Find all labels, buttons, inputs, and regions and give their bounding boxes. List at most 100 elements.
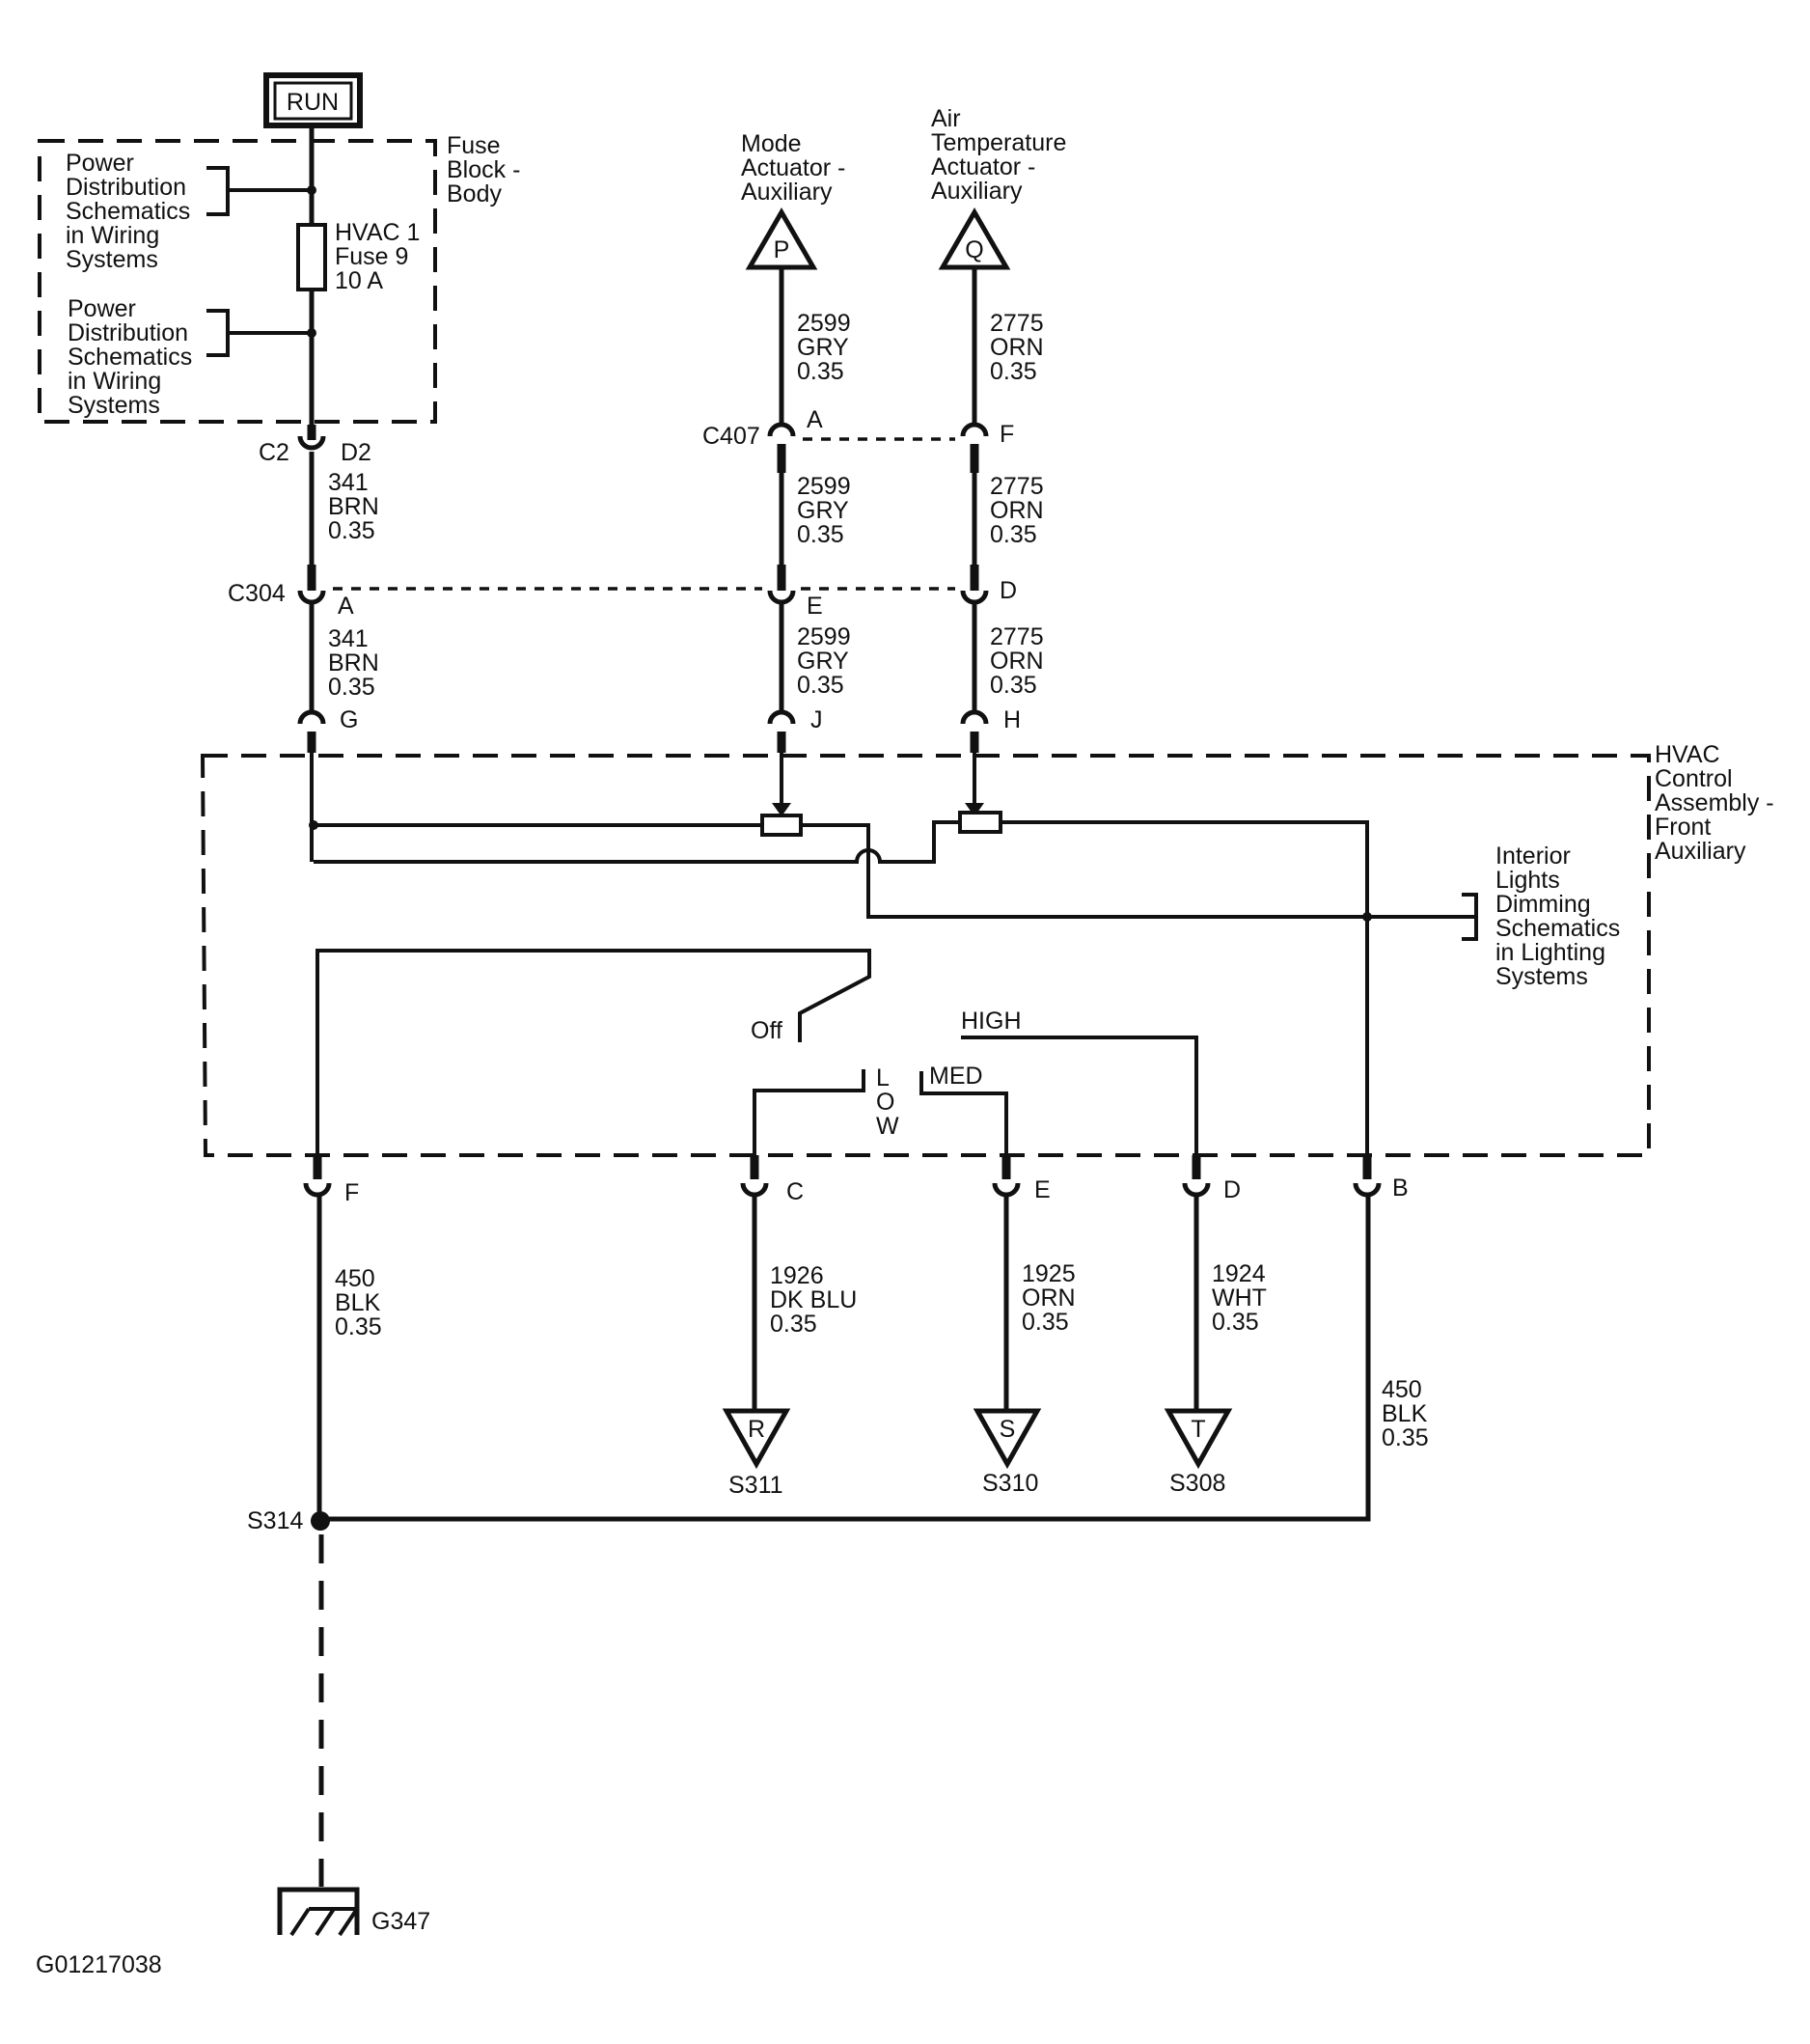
- wire-label: 2775: [990, 473, 1044, 500]
- connector-c2-label: C2: [259, 439, 289, 466]
- wire-label: WHT: [1212, 1284, 1267, 1312]
- wire-label: 0.35: [770, 1311, 817, 1338]
- wire-2599-gry-1: 2599 GRY 0.35: [797, 310, 851, 385]
- power-dist-line: Systems: [66, 246, 158, 273]
- wire-label: 0.35: [797, 672, 844, 699]
- wire-label: BRN: [328, 493, 379, 520]
- splice-s314-label: S314: [247, 1507, 303, 1534]
- switch-med-label: MED: [929, 1063, 983, 1090]
- wire-label: 2775: [990, 310, 1044, 337]
- wire-2775-orn-3: 2775 ORN 0.35: [990, 623, 1044, 699]
- interior-lights-line: Interior: [1495, 842, 1571, 870]
- power-dist-line: Schematics: [68, 344, 192, 371]
- mode-actuator-ref: P: [774, 236, 790, 263]
- figure-id: G01217038: [36, 1951, 162, 1978]
- wire-label: 0.35: [797, 521, 844, 548]
- ref-s-splice: S310: [982, 1470, 1038, 1497]
- hvac-pin-f: F: [344, 1179, 359, 1206]
- connector-c304-pin: E: [807, 593, 823, 620]
- wire-1926-dkblu: 1926 DK BLU 0.35: [770, 1262, 857, 1338]
- wire-label: GRY: [797, 334, 849, 361]
- interior-lights-dimming-ref: Interior Lights Dimming Schematics in Li…: [1495, 842, 1620, 990]
- switch-low-label: O: [876, 1089, 894, 1116]
- wire-label: 0.35: [328, 517, 375, 544]
- wire-label: 341: [328, 469, 369, 496]
- hvac-pin-b: B: [1392, 1174, 1409, 1202]
- fuse-block-title-line: Body: [447, 180, 502, 207]
- wire-label: 0.35: [990, 521, 1037, 548]
- connector-c304-label: C304: [228, 580, 286, 607]
- power-dist-line: Power: [66, 150, 134, 177]
- power-dist-line: Distribution: [66, 174, 186, 201]
- wire-label: 341: [328, 625, 369, 652]
- ref-r-letter: R: [748, 1416, 765, 1443]
- hvac-bottom-connectors: F C E D B: [303, 1155, 1409, 1206]
- air-temp-title-line: Auxiliary: [931, 178, 1023, 205]
- hvac-pin-j: J: [810, 706, 823, 733]
- wire-1924-wht: 1924 WHT 0.35: [1212, 1260, 1267, 1336]
- wire-label: BLK: [335, 1289, 381, 1316]
- wire-label: 1924: [1212, 1260, 1266, 1287]
- wire-label: ORN: [990, 334, 1044, 361]
- wire-label: 450: [1382, 1376, 1422, 1403]
- wire-label: BRN: [328, 649, 379, 677]
- fuse-label-line: 10 A: [335, 267, 383, 294]
- hvac-title-line: Assembly -: [1655, 789, 1774, 816]
- hvac-title-line: Control: [1655, 765, 1733, 792]
- interior-lights-line: Dimming: [1495, 891, 1591, 918]
- hvac-pin-c: C: [786, 1178, 804, 1205]
- fuse-block-title-line: Block -: [447, 156, 520, 183]
- wire-label: 0.35: [797, 358, 844, 385]
- wire-341-brn-lower: 341 BRN 0.35: [328, 625, 379, 701]
- splice-s314: S314: [247, 1507, 330, 1534]
- wire-label: GRY: [797, 648, 849, 675]
- wire-label: 0.35: [335, 1313, 382, 1340]
- wire-2599-gry-3: 2599 GRY 0.35: [797, 623, 851, 699]
- air-temp-title-line: Temperature: [931, 129, 1066, 156]
- hvac-title-line: Front: [1655, 814, 1711, 841]
- power-dist-line: Systems: [68, 392, 160, 419]
- fuse-label-line: HVAC 1: [335, 219, 420, 246]
- ref-triangle-r: R S311: [722, 1408, 791, 1499]
- ref-s-letter: S: [1000, 1416, 1016, 1443]
- fuse-block-body-outline: [38, 139, 437, 424]
- connector-c304-pin: A: [338, 593, 354, 620]
- fuse-block-title-line: Fuse: [447, 132, 501, 159]
- power-distribution-ref-1: Power Distribution Schematics in Wiring …: [66, 150, 312, 273]
- air-temp-title-line: Actuator -: [931, 153, 1035, 180]
- connector-c407-label: C407: [702, 423, 760, 450]
- ref-t-letter: T: [1191, 1416, 1205, 1443]
- hvac-top-connectors: G J H: [297, 706, 1021, 753]
- wire-label: 0.35: [990, 358, 1037, 385]
- mode-actuator-auxiliary: Mode Actuator - Auxiliary P: [741, 130, 845, 270]
- mode-actuator-title-line: Actuator -: [741, 154, 845, 181]
- wire-label: 2775: [990, 623, 1044, 650]
- wire-label: 1925: [1022, 1260, 1076, 1287]
- switch-low-label: W: [876, 1113, 899, 1140]
- wire-450-blk-left: 450 BLK 0.35: [335, 1265, 382, 1340]
- wire-450-blk-right: 450 BLK 0.35: [1382, 1376, 1429, 1451]
- wire-label: 2599: [797, 310, 851, 337]
- wire-label: ORN: [990, 497, 1044, 524]
- wire-2599-gry-2: 2599 GRY 0.35: [797, 473, 851, 548]
- power-dist-line: in Wiring: [68, 368, 161, 395]
- switch-high-label: HIGH: [961, 1008, 1022, 1035]
- connector-c407: C407 A F: [702, 406, 1014, 473]
- air-temperature-actuator-auxiliary: Air Temperature Actuator - Auxiliary Q: [931, 105, 1066, 270]
- connector-c407-pin: A: [807, 406, 823, 433]
- wire-2775-orn-2: 2775 ORN 0.35: [990, 473, 1044, 548]
- wire-label: BLK: [1382, 1400, 1428, 1427]
- wire-2775-orn-1: 2775 ORN 0.35: [990, 310, 1044, 385]
- mode-actuator-title-line: Auxiliary: [741, 179, 833, 206]
- hvac-internal-circuit: [309, 753, 1478, 1155]
- power-distribution-ref-2: Power Distribution Schematics in Wiring …: [68, 295, 312, 419]
- hvac-title-line: HVAC: [1655, 741, 1720, 768]
- hvac-pin-d: D: [1223, 1176, 1241, 1203]
- interior-lights-line: Schematics: [1495, 915, 1620, 942]
- switch-off-label: Off: [751, 1017, 782, 1044]
- wire-label: ORN: [990, 648, 1044, 675]
- ref-t-splice: S308: [1169, 1470, 1225, 1497]
- wire-label: 2599: [797, 473, 851, 500]
- air-temp-ref: Q: [965, 236, 983, 263]
